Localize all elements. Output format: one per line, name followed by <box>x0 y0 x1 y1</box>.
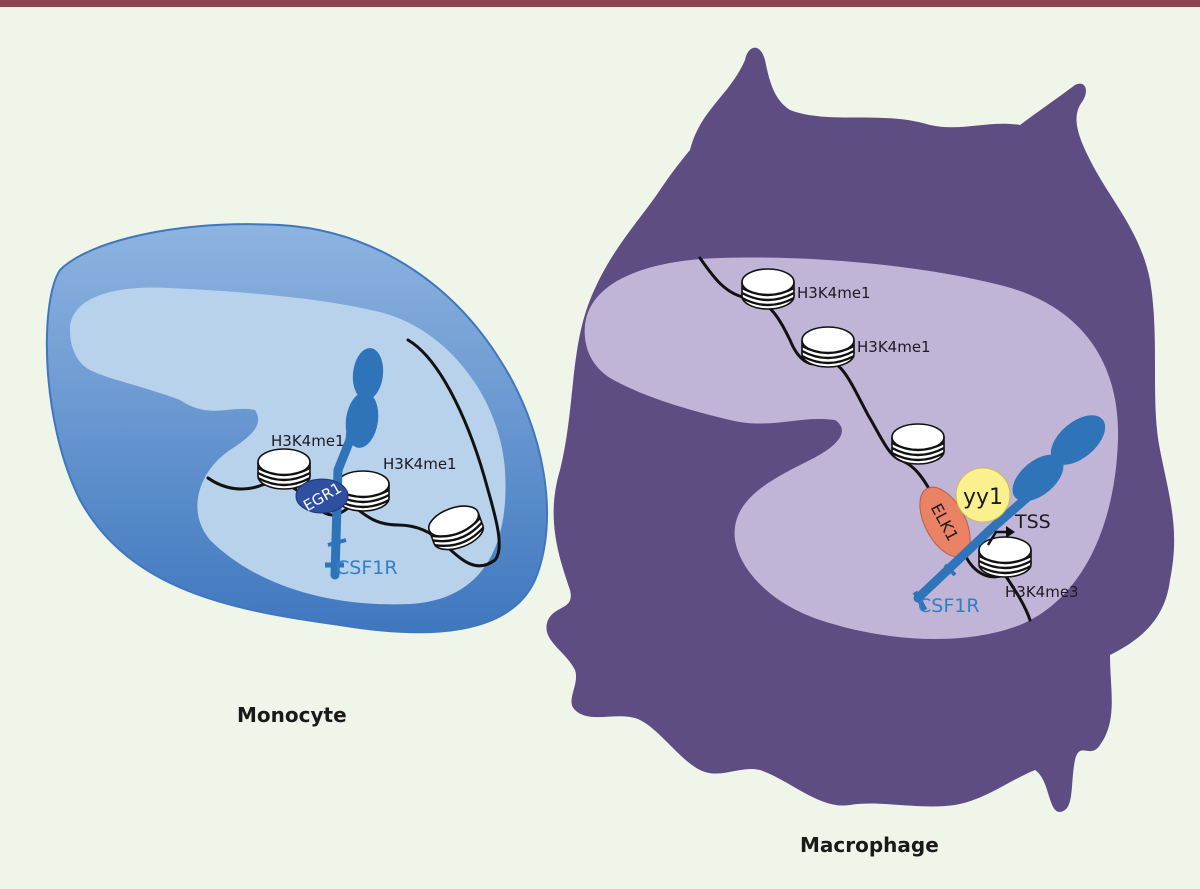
macrophage-nucleosome-2 <box>800 325 856 369</box>
monocyte-mark-1: H3K4me1 <box>271 432 345 450</box>
monocyte-nucleosome-1 <box>256 447 312 491</box>
macrophage-mark-2: H3K4me1 <box>857 338 931 356</box>
monocyte-gene-label: CSF1R <box>336 557 398 579</box>
macrophage-gene-label: CSF1R <box>918 595 980 617</box>
macrophage-cell: ELK1 yy1 TSS H3K4me1 H3K4me1 H3K4me3 CSF… <box>546 47 1175 857</box>
monocyte-csf1r-receptor <box>325 348 384 580</box>
top-rule <box>0 0 1200 7</box>
macrophage-nucleosome-3 <box>890 422 946 466</box>
macrophage-nucleosome-4 <box>977 535 1033 579</box>
macrophage-csf1r-receptor <box>912 415 1106 612</box>
tss-arrow-icon <box>986 526 1015 546</box>
elk1-factor: ELK1 <box>919 486 971 558</box>
monocyte-cell: EGR1 H3K4me1 H3K4me1 CSF1R Monocyte <box>45 223 549 727</box>
macrophage-mark-3: H3K4me3 <box>1005 583 1079 601</box>
macrophage-nucleosome-1 <box>740 267 796 311</box>
yy1-label: yy1 <box>963 485 1003 510</box>
macrophage-caption: Macrophage <box>800 833 939 857</box>
tss-label: TSS <box>1014 511 1051 533</box>
monocyte-caption: Monocyte <box>237 703 347 727</box>
macrophage-mark-1: H3K4me1 <box>797 284 871 302</box>
egr1-factor: EGR1 <box>295 478 349 515</box>
monocyte-mark-2: H3K4me1 <box>383 455 457 473</box>
yy1-factor: yy1 <box>955 467 1011 523</box>
